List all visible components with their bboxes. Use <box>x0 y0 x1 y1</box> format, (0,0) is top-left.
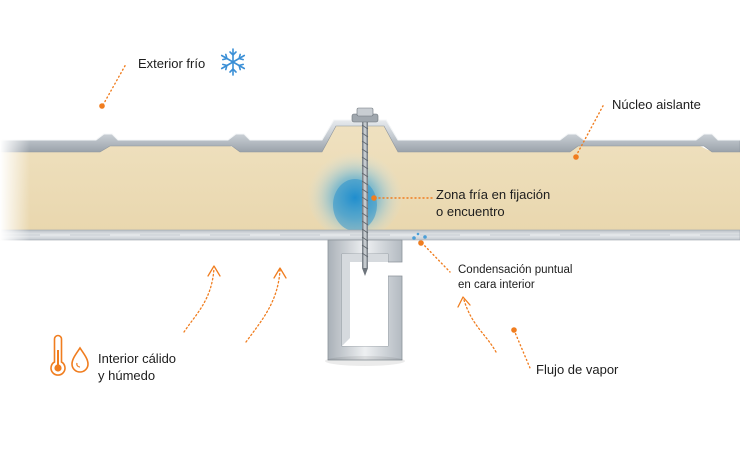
vapor-flow-label: Flujo de vapor <box>536 362 619 377</box>
thermometer-icon <box>50 334 66 376</box>
insulating-core-label: Núcleo aislante <box>612 97 701 112</box>
bottom-steel-sheet <box>0 229 740 241</box>
leader-lines <box>99 63 605 369</box>
cold-zone-label: Zona fría en fijación o encuentro <box>436 186 550 220</box>
fastener-screw <box>351 107 379 276</box>
condensation-label-line2: en cara interior <box>458 279 535 291</box>
interior-warm-label: Interior cálido y húmedo <box>98 350 176 384</box>
cold-zone-label-line1: Zona fría en fijación <box>436 187 551 202</box>
interior-warm-label-line1: Interior cálido <box>98 351 177 366</box>
vapor-flow-arrows <box>183 265 497 353</box>
cold-zone-label-line2: o encuentro <box>436 204 505 219</box>
water-drop-icon <box>71 346 89 373</box>
interior-warm-label-line2: y húmedo <box>98 368 156 383</box>
exterior-cold-label: Exterior frío <box>138 56 206 71</box>
snowflake-icon <box>220 48 246 76</box>
condensation-label-line1: Condensación puntual <box>458 264 573 276</box>
purlin-support <box>325 239 405 366</box>
condensation-label: Condensación puntual en cara interior <box>458 263 572 293</box>
